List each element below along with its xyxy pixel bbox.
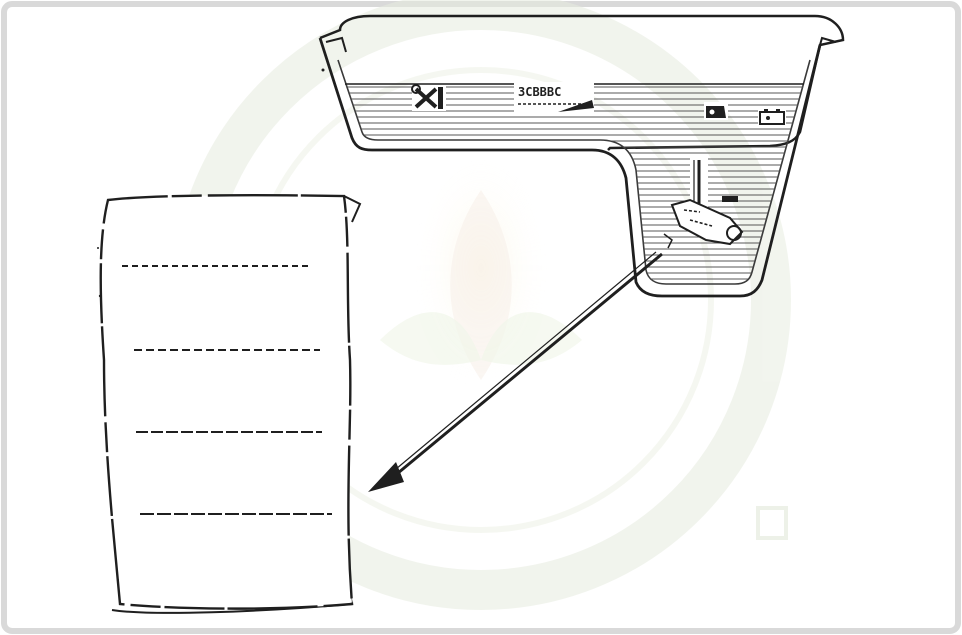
wrench-scissors-icon [412,85,446,111]
gauge-label: ЗСВВВС [518,85,561,99]
notepad [97,195,360,613]
engine-icon [704,102,728,120]
fuel-gauge-icon: ЗСВВВС [514,82,594,112]
battery-icon [758,108,786,128]
